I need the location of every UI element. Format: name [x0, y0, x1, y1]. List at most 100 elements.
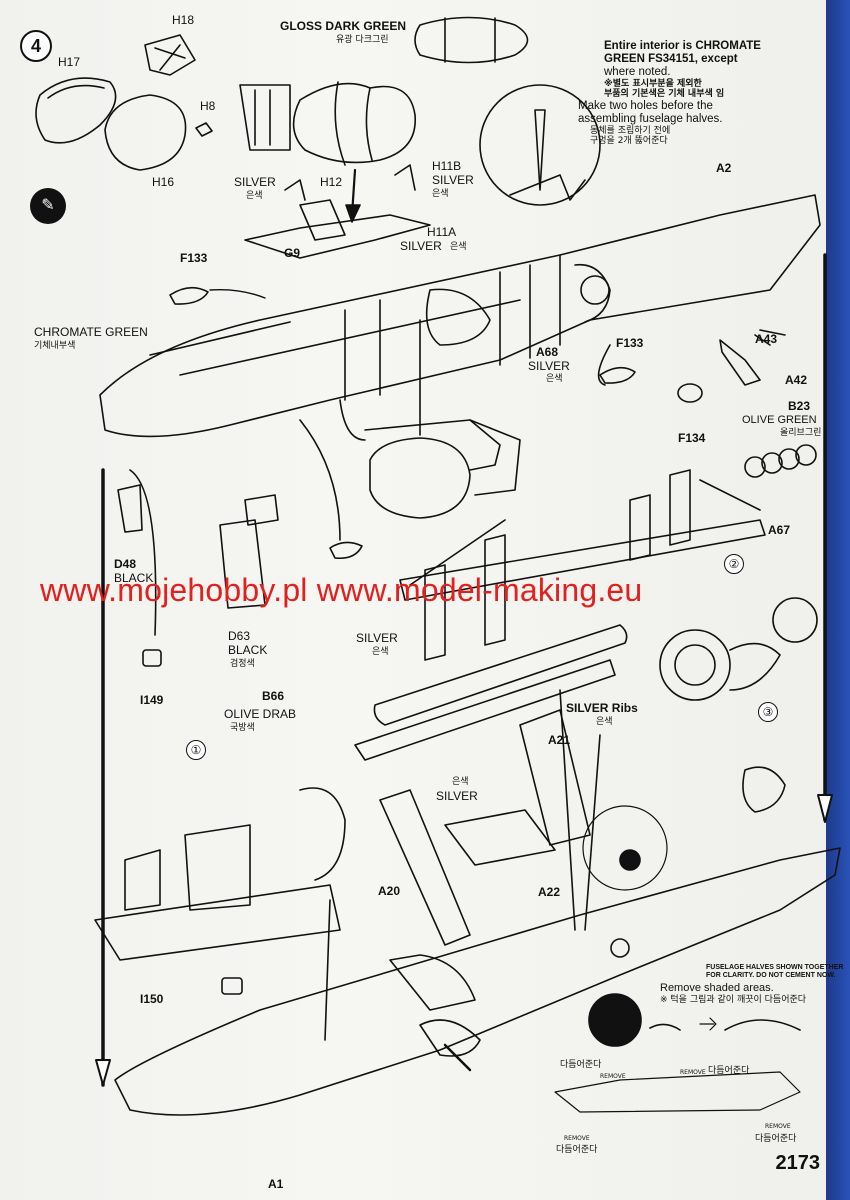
- label-a42: A42: [785, 373, 808, 387]
- a20-part: [379, 789, 471, 946]
- remove-right2-ko: 다듬어준다: [755, 1134, 797, 1144]
- label-h18: H18: [172, 13, 195, 27]
- i149-part: [142, 649, 162, 667]
- label-d48: D48: [114, 557, 137, 571]
- label-black-d48: BLACK: [114, 571, 154, 585]
- fuselage-note-line: FUSELAGE HALVES SHOWN TOGETHER: [706, 964, 844, 971]
- fuselage-note: FUSELAGE HALVES SHOWN TOGETHER FOR CLARI…: [706, 964, 843, 980]
- label-silver-ribs: SILVER Ribs: [566, 701, 638, 715]
- label-f134: F134: [678, 431, 706, 445]
- label-silver-left-ko: 은색: [246, 191, 263, 201]
- label-a43: A43: [755, 332, 778, 346]
- holes-note: Make two holes before the assembling fus…: [578, 100, 722, 146]
- label-olive-green-ko: 올리브그린: [780, 428, 822, 438]
- remove-note: Remove shaded areas. ※ 턱을 그림과 같이 깨끗이 다듬어…: [660, 982, 806, 1005]
- label-b23: B23: [788, 399, 811, 413]
- label-silver-a68: SILVER: [528, 359, 570, 373]
- label-b66: B66: [262, 689, 285, 703]
- h8-part: [195, 122, 213, 137]
- remove-note-ko: ※ 턱을 그림과 같이 깨끗이 다듬어준다: [660, 995, 807, 1005]
- h17-part: [35, 77, 117, 144]
- label-olive-drab-ko: 국방색: [230, 723, 255, 733]
- label-a20: A20: [378, 884, 401, 898]
- label-silver-floor-ko: 은색: [452, 777, 469, 787]
- label-i149: I149: [140, 693, 164, 707]
- label-olive-drab: OLIVE DRAB: [224, 707, 297, 721]
- holes-note-ko: 동체를 조립하기 전에: [590, 126, 671, 136]
- b23-part: [744, 444, 817, 478]
- a21-part: [519, 709, 591, 846]
- label-silver-right-ko: 은색: [432, 189, 449, 199]
- label-silver-ladder: SILVER: [356, 631, 398, 645]
- remove-bottom-en: REMOVE: [564, 1135, 590, 1142]
- remove-right-ko: 다듬어준다: [708, 1066, 750, 1076]
- remove-right2-en: REMOVE: [765, 1123, 791, 1130]
- page-number: 2173: [775, 1152, 821, 1174]
- label-silver-h11a: SILVER: [400, 239, 442, 253]
- watermark: www.mojehobby.pl www.model-making.eu: [40, 572, 643, 608]
- label-silver-h11a-ko: 은색: [450, 242, 467, 252]
- remove-bottom-ko: 다듬어준다: [556, 1145, 598, 1155]
- remove-right-en: REMOVE: [680, 1069, 706, 1076]
- remove-note-line: Remove shaded areas.: [660, 982, 774, 994]
- callout-1: ①: [186, 740, 206, 760]
- label-black-d63-ko: 검정색: [230, 659, 255, 669]
- label-h11a: H11A: [427, 225, 457, 239]
- label-silver-right: SILVER: [432, 173, 474, 187]
- label-black-d63: BLACK: [228, 643, 268, 657]
- remove-top-en: REMOVE: [600, 1073, 626, 1080]
- label-silver-floor: SILVER: [436, 789, 478, 803]
- d63-part: [219, 519, 266, 609]
- interior-note-ko: 부품의 기본색은 기체 내부색 임: [604, 89, 725, 99]
- interior-note-ko: ※별도 표시부분을 제외한: [604, 79, 702, 89]
- label-a68: A68: [536, 345, 559, 359]
- d48-part: [117, 484, 143, 533]
- holes-note-ko: 구멍을 2개 뚫어준다: [590, 136, 668, 146]
- fuselage-note-line: FOR CLARITY. DO NOT CEMENT NOW.: [706, 972, 836, 979]
- label-a22: A22: [538, 885, 561, 899]
- label-f133-left: F133: [180, 251, 208, 265]
- f133-left-part: [169, 286, 209, 305]
- label-h17: H17: [58, 55, 81, 69]
- i150-part: [221, 977, 243, 995]
- bomb-bay-tank: [369, 437, 471, 519]
- label-d63: D63: [228, 629, 251, 643]
- glue-icon: ✎: [30, 188, 66, 224]
- fuselage-lower: [114, 847, 841, 1116]
- label-h16: H16: [152, 175, 175, 189]
- callout-2: ②: [724, 554, 744, 574]
- label-h12: H12: [320, 175, 343, 189]
- label-silver-ladder-ko: 은색: [372, 647, 389, 657]
- label-a21: A21: [548, 733, 571, 747]
- label-silver-left: SILVER: [234, 175, 276, 189]
- holes-note-line: Make two holes before the: [578, 100, 713, 112]
- tank-part: [292, 82, 416, 164]
- label-chromate-green: CHROMATE GREEN: [34, 325, 148, 339]
- label-silver-a68-ko: 은색: [546, 374, 563, 384]
- label-g9: G9: [284, 246, 301, 260]
- h18-part: [144, 34, 196, 76]
- interior-note-line: where noted.: [604, 66, 671, 78]
- label-f133-right: F133: [616, 336, 644, 350]
- label-gloss-dark-green-ko: 유광 다크그린: [336, 35, 389, 45]
- label-silver-ribs-ko: 은색: [596, 717, 613, 727]
- page-edge: [826, 0, 850, 1200]
- interior-note-line: GREEN FS34151, except: [604, 53, 738, 65]
- label-a1: A1: [268, 1177, 284, 1191]
- callout-3: ③: [758, 702, 778, 722]
- fuselage-upper-left: [99, 194, 821, 438]
- label-i150: I150: [140, 992, 164, 1006]
- interior-note-line: Entire interior is CHROMATE: [604, 40, 761, 52]
- b66-part: [373, 624, 628, 726]
- remove-top-ko: 다듬어준다: [560, 1060, 602, 1070]
- label-a2: A2: [716, 161, 732, 175]
- a67-part: [399, 519, 766, 601]
- a22-part: [444, 809, 556, 866]
- label-h8: H8: [200, 99, 216, 113]
- label-gloss-dark-green: GLOSS DARK GREEN: [280, 19, 407, 33]
- label-olive-green: OLIVE GREEN: [742, 414, 817, 426]
- h16-part: [104, 94, 187, 171]
- cockpit-floor: [94, 884, 341, 961]
